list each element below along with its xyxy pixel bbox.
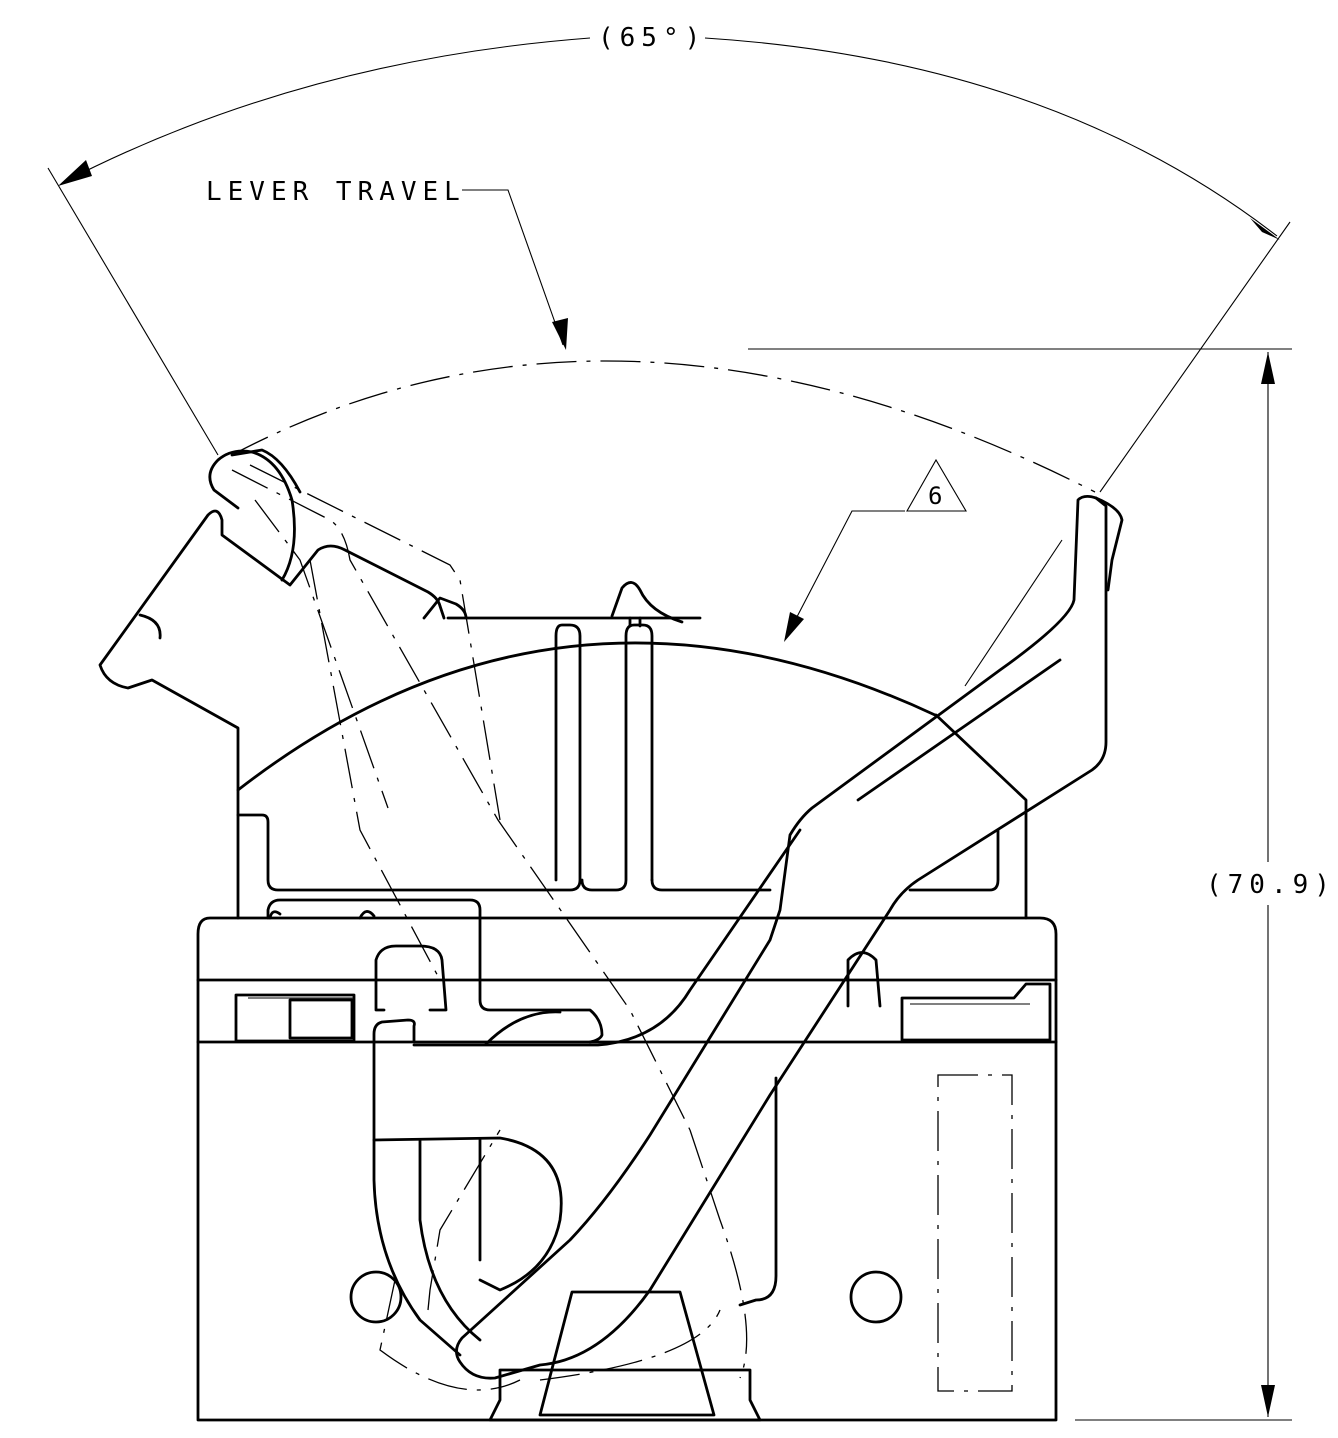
lever-travel-arrow bbox=[552, 318, 568, 350]
left-latch-pocket bbox=[234, 993, 356, 1043]
left-cam bbox=[266, 828, 882, 1357]
lever-travel-callout: LEVER TRAVEL bbox=[206, 177, 568, 350]
phantom-lever-edge-4 bbox=[689, 1129, 748, 1379]
note-flag: 6 bbox=[784, 458, 967, 642]
cam-upper-edge bbox=[412, 828, 802, 1047]
upper-body bbox=[236, 581, 1028, 920]
right-inner-slot-base bbox=[650, 878, 772, 892]
phantom-lever-edge-2 bbox=[249, 464, 501, 821]
hidden-slot-outline bbox=[937, 1074, 1013, 1392]
height-arrow-top bbox=[1261, 352, 1275, 384]
extension-line-right bbox=[1099, 221, 1291, 493]
left-cam-hook bbox=[372, 1018, 462, 1357]
cam-inner-curve bbox=[418, 1138, 482, 1342]
left-inner-slot bbox=[236, 623, 582, 892]
body-right-side bbox=[934, 713, 1028, 920]
extension-line-left bbox=[47, 167, 219, 456]
height-arrow-bottom bbox=[1261, 1385, 1275, 1417]
phantom-lever-edge-5 bbox=[309, 559, 441, 981]
left-cam-top bbox=[266, 898, 604, 1044]
phantom-lever-edge-3 bbox=[254, 499, 389, 809]
angle-arc-left bbox=[61, 37, 591, 184]
main-lever-tip bbox=[1094, 496, 1124, 592]
left-boss-outline bbox=[98, 509, 446, 792]
angle-dimension-label: (65°) bbox=[598, 23, 706, 53]
left-lever-handle-open bbox=[208, 449, 296, 582]
note-flag-number: 6 bbox=[928, 482, 942, 510]
main-lever-rib bbox=[856, 658, 1062, 802]
phantom-lever-bottom bbox=[379, 1279, 521, 1391]
phantom-lever-edge-1 bbox=[231, 469, 691, 1131]
phantom-lever bbox=[231, 464, 748, 1391]
lever-travel-phantom-arc bbox=[231, 360, 1096, 493]
base-foot bbox=[488, 1368, 762, 1422]
left-boss-hook bbox=[422, 596, 468, 620]
main-lever bbox=[455, 495, 1124, 1380]
height-dimension: (70.9) bbox=[748, 348, 1336, 1421]
cam-round bbox=[372, 1136, 563, 1292]
angle-arrow-right bbox=[1250, 218, 1280, 240]
angle-dimension: (65°) bbox=[47, 23, 1291, 493]
left-mounting-hole bbox=[349, 1270, 403, 1324]
main-lever-arm bbox=[455, 495, 1108, 1380]
angle-arrow-left bbox=[58, 160, 92, 186]
note-flag-leader bbox=[786, 510, 905, 637]
left-cam-window bbox=[374, 944, 448, 1012]
center-wedge bbox=[538, 1290, 716, 1417]
top-key-tab bbox=[610, 581, 684, 624]
right-cam-stub bbox=[846, 951, 882, 1008]
base-housing-outline bbox=[196, 916, 1058, 1422]
lever-travel-label: LEVER TRAVEL bbox=[206, 177, 466, 207]
base-housing bbox=[196, 916, 1058, 1422]
left-lever-handle-tip bbox=[230, 448, 302, 494]
center-slot bbox=[580, 623, 654, 892]
phantom-lever-arc bbox=[539, 1309, 721, 1381]
note-flag-arrow bbox=[784, 612, 804, 642]
main-lever-edge-detail bbox=[964, 539, 1063, 687]
cam-right-wall bbox=[738, 1076, 778, 1307]
base-rim-bumps bbox=[268, 910, 376, 920]
left-boss-fillet bbox=[138, 613, 162, 640]
left-latch-insert bbox=[288, 998, 354, 1040]
right-inner-slot bbox=[908, 828, 1000, 892]
note-flag-triangle bbox=[906, 458, 967, 512]
height-dimension-label: (70.9) bbox=[1206, 870, 1336, 900]
right-latch-pocket bbox=[900, 982, 1052, 1042]
dome-outline bbox=[236, 641, 937, 920]
right-mounting-hole bbox=[849, 1270, 903, 1324]
left-lever-boss bbox=[98, 448, 468, 792]
phantom-lever-inner bbox=[427, 1129, 501, 1311]
angle-arc-right bbox=[704, 37, 1278, 237]
lever-travel-leader bbox=[462, 189, 564, 346]
cam-saddle bbox=[484, 1010, 562, 1046]
